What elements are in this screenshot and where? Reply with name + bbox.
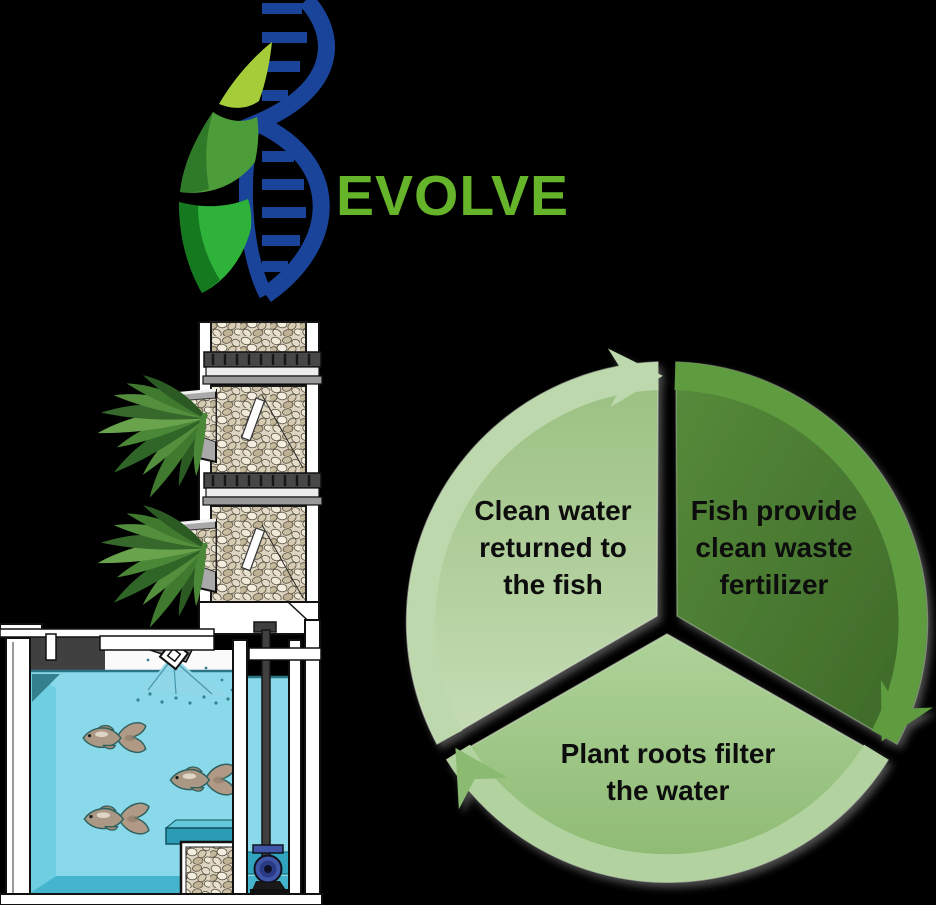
water-pump <box>250 844 290 893</box>
pump-compartment <box>246 621 302 893</box>
cycle-label-fish-waste: Fish provide clean waste fertilizer <box>690 495 858 600</box>
shelf-tray <box>201 471 324 507</box>
leaf-icon <box>179 42 272 293</box>
cycle-segment-clean-water <box>405 348 663 746</box>
evolve-logo <box>179 0 335 302</box>
cycle-diagram <box>405 348 933 883</box>
shelf-tray <box>201 350 324 386</box>
gravel-bed <box>210 505 307 603</box>
cycle-arrow-clean-water <box>407 348 663 744</box>
brand-wordmark: EVOLVE <box>336 164 569 228</box>
cycle-segment-fish-waste <box>674 361 933 746</box>
dna-helix-icon <box>235 0 335 302</box>
cycle-segment-plant-roots <box>445 633 890 883</box>
gravel-bed <box>210 321 307 355</box>
tank-frame <box>0 619 323 905</box>
cycle-arrow-fish-waste <box>674 362 933 744</box>
riser-pipe <box>261 629 271 857</box>
cycle-label-clean-water: Clean water returned to the fish <box>474 495 632 600</box>
cycle-label-plant-roots: Plant roots filter the water <box>560 738 776 806</box>
aquaponics-illustration <box>0 321 324 905</box>
fish-tank <box>0 619 323 905</box>
grow-bed-column <box>198 321 324 635</box>
cycle-arrow-plant-roots <box>446 744 888 883</box>
